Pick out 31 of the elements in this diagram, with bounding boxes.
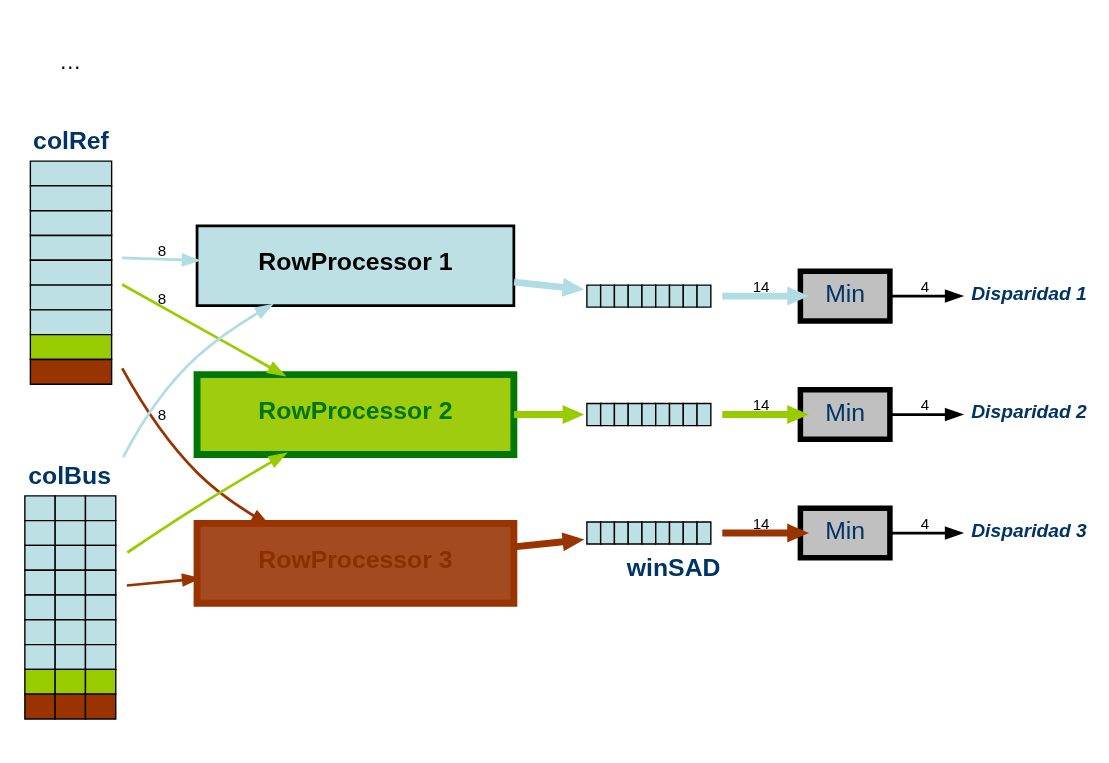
arrow: [514, 405, 585, 425]
node-label: colBus: [28, 461, 111, 489]
arrow: [513, 277, 585, 297]
edge-label: 4: [920, 514, 930, 532]
arrow: [890, 289, 965, 303]
arrow: [121, 283, 287, 377]
node-text: Disparidad 2: [971, 401, 1087, 423]
node-box: Min: [797, 505, 893, 561]
node-label: colRef: [33, 127, 109, 155]
edge-label: 14: [752, 514, 770, 532]
node-box: Min: [797, 268, 893, 324]
edge-label: 8: [157, 405, 167, 423]
edge-label: 14: [752, 396, 770, 414]
arrow: [122, 303, 274, 458]
edge-label: 14: [752, 277, 770, 295]
node-text: Disparidad 3: [971, 519, 1087, 541]
arrow: [122, 253, 202, 267]
node-text: Disparidad 1: [971, 282, 1087, 304]
node-box: RowProcessor 1: [195, 224, 516, 308]
edge-label: 8: [157, 241, 167, 259]
edge-label: 4: [920, 396, 930, 414]
arrow: [126, 573, 202, 587]
label: …: [59, 48, 82, 74]
arrow: [126, 452, 288, 554]
node-box: RowProcessor 2: [193, 371, 518, 458]
node-label: winSAD: [626, 554, 721, 582]
arrow: [890, 407, 965, 422]
edge-label: 8: [157, 290, 167, 308]
node-box: Min: [797, 387, 893, 443]
edge-label: 4: [920, 277, 930, 295]
arrow: [890, 526, 965, 540]
